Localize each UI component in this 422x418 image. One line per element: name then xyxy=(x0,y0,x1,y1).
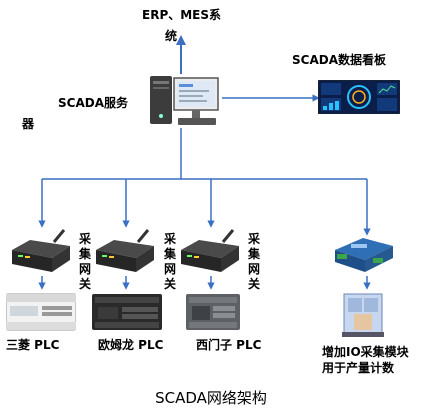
io-module-label-line1: 增加IO采集模块 xyxy=(322,345,409,359)
erp-mes-label-line2: 统 xyxy=(165,29,178,43)
scada-server-label-line1: SCADA服务 xyxy=(58,96,128,110)
scada-dashboard-label: SCADA数据看板 xyxy=(292,53,386,67)
plc-device-icon xyxy=(186,294,240,330)
io-module-icon xyxy=(335,238,393,272)
scada-server-label-line2: 器 xyxy=(22,117,35,131)
gateway-label: 采集网关 xyxy=(78,232,91,291)
plc-label-omron: 欧姆龙 PLC xyxy=(98,338,164,352)
plc-device-icon xyxy=(6,293,76,331)
gateway-device-icon xyxy=(96,229,154,272)
production-machine-icon xyxy=(342,293,384,337)
dashboard-screen-icon xyxy=(318,80,400,114)
gateway-device-icon xyxy=(181,229,239,272)
erp-mes-label-line1: ERP、MES系 xyxy=(142,8,222,22)
plc-device-icon xyxy=(92,294,162,330)
plc-label-siemens: 西门子 PLC xyxy=(196,338,262,352)
gateway-label: 采集网关 xyxy=(163,232,176,291)
server-computer-icon xyxy=(150,76,219,125)
io-module-label-line2: 用于产量计数 xyxy=(322,361,395,375)
gateway-label: 采集网关 xyxy=(247,232,260,291)
diagram-caption: SCADA网络架构 xyxy=(155,389,267,407)
gateway-device-icon xyxy=(12,229,70,272)
plc-label-mitsubishi: 三菱 PLC xyxy=(6,338,60,352)
